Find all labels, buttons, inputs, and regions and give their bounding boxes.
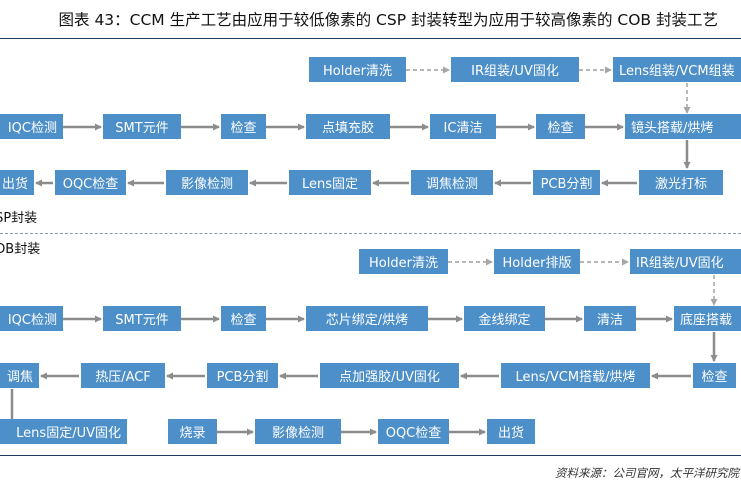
section-divider [0,233,741,234]
csp-lens-mount-bake-box: 镜头搭载/烘烤 [625,114,741,139]
csp-laser-box: 激光打标 [639,170,723,195]
cob-ship-box: 出货 [487,419,535,444]
cob-image-test-box: 影像检测 [255,419,341,444]
cob-check2-box: 检查 [693,363,736,388]
cob-base-mount-box: 底座搭载 [674,306,741,331]
csp-check1-box: 检查 [221,114,266,139]
cob-lens-vcm-bake-box: Lens/VCM搭载/烘烤 [501,363,650,388]
csp-holder-clean-box: Holder清洗 [309,57,406,82]
csp-ic-clean-box: IC清洁 [430,114,496,139]
cob-focus-box: 调焦 [0,363,39,388]
csp-focus-test-box: 调焦检测 [411,170,493,195]
csp-ship-box: 出货 [0,170,34,195]
cob-burn-box: 烧录 [168,419,217,444]
cob-iqc-box: IQC检测 [0,306,63,331]
cob-die-bond-box: 芯片绑定/烘烤 [306,306,428,331]
csp-iqc-box: IQC检测 [0,114,63,139]
figure-title: 图表 43：CCM 生产工艺由应用于较低像素的 CSP 封装转型为应用于较高像素… [58,11,718,29]
cob-holder-clean-box: Holder清洗 [359,249,448,274]
cob-smt-box: SMT元件 [103,306,181,331]
csp-lens-vcm-box: Lens组装/VCM组装 [613,57,741,82]
cob-lens-fix-uv-box: Lens固定/UV固化 [0,419,127,444]
csp-dispense-box: 点填充胶 [306,114,390,139]
cob-wire-bond-box: 金线绑定 [464,306,545,331]
csp-pcb-split-box: PCB分割 [533,170,600,195]
top-rule [0,38,741,39]
csp-ir-uv-box: IR组装/UV固化 [451,57,579,82]
bottom-rule [0,455,741,456]
cob-oqc-box: OQC检查 [378,419,449,444]
csp-image-test-box: 影像检测 [166,170,248,195]
cob-check1-box: 检查 [221,306,266,331]
csp-lens-fix-box: Lens固定 [289,170,371,195]
cob-clean-box: 清洁 [584,306,636,331]
cob-glue-uv-box: 点加强胶/UV固化 [320,363,459,388]
cob-ir-uv-box: IR组装/UV固化 [630,249,741,274]
cob-hot-press-box: 热压/ACF [81,363,165,388]
cob-holder-layout-box: Holder排版 [494,249,580,274]
csp-check2-box: 检查 [536,114,585,139]
csp-oqc-box: OQC检查 [55,170,126,195]
csp-smt-box: SMT元件 [103,114,181,139]
cob-pcb-split-box: PCB分割 [207,363,278,388]
source-note: 资料来源：公司官网，太平洋研究院 [555,466,739,480]
